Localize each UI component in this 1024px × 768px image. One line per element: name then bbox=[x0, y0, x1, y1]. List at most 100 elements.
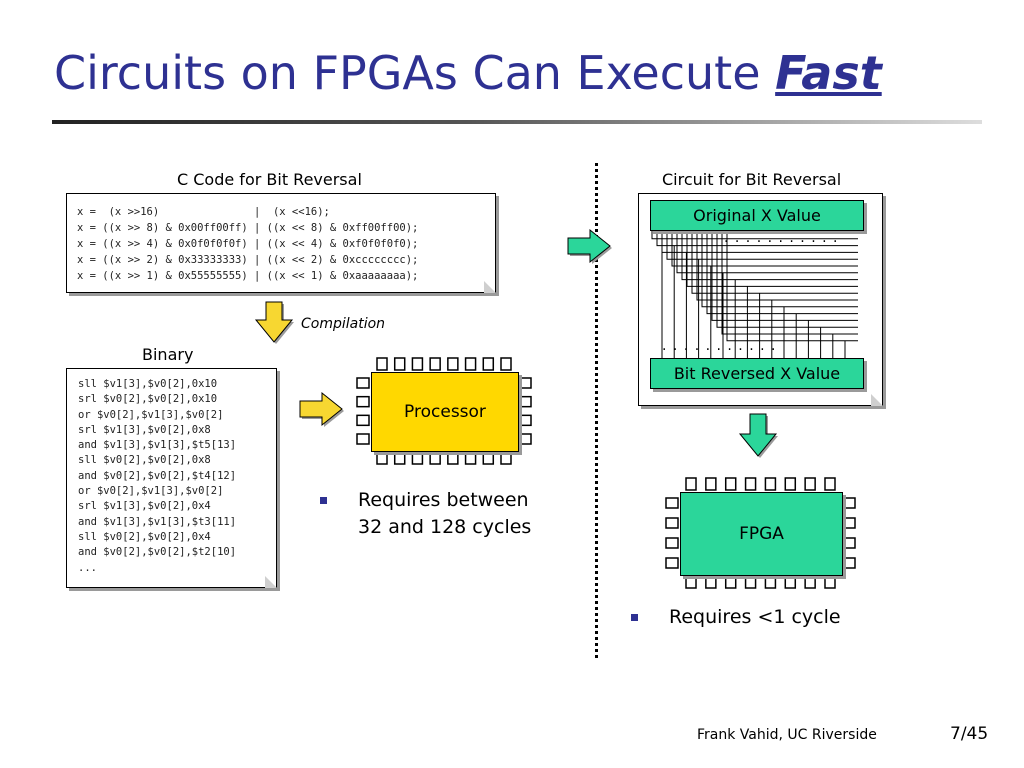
binary-line: or $v0[2],$v1[3],$v0[2] bbox=[78, 485, 224, 498]
chip-pin bbox=[356, 414, 370, 427]
chip-pin bbox=[784, 477, 797, 491]
bit-reversed-x-value: Bit Reversed X Value bbox=[650, 358, 864, 389]
dots-bottom: . . . . . . . . . . . bbox=[662, 338, 777, 354]
divider-line bbox=[595, 163, 598, 658]
chip-pin bbox=[411, 357, 424, 371]
chip-pin bbox=[784, 575, 797, 589]
fpga-bullet-text: Requires <1 cycle bbox=[669, 606, 841, 628]
chip-pin bbox=[824, 477, 836, 491]
chip-pin bbox=[842, 497, 856, 509]
dots-top: . . . . . . . . . . . bbox=[724, 230, 839, 246]
chip-pin bbox=[356, 433, 370, 445]
chip-pin bbox=[665, 497, 679, 509]
chip-pin bbox=[464, 357, 477, 371]
bullet-square-icon bbox=[631, 614, 638, 621]
compilation-arrow-icon bbox=[254, 301, 294, 344]
chip-pin bbox=[804, 477, 816, 491]
wire bbox=[691, 228, 858, 294]
chip-pin bbox=[482, 357, 495, 371]
chip-pin bbox=[842, 517, 856, 529]
wire bbox=[686, 228, 858, 287]
chip-pin bbox=[500, 357, 512, 371]
chip-pin bbox=[842, 557, 856, 569]
processor-bullet: Requires between 32 and 128 cycles bbox=[320, 487, 558, 541]
page-fold bbox=[265, 576, 277, 588]
to-circuit-arrow-icon bbox=[567, 228, 612, 264]
chip-pin bbox=[518, 377, 532, 389]
chip-pin bbox=[356, 395, 370, 408]
title-rule bbox=[52, 120, 982, 124]
chip-pin bbox=[447, 357, 459, 371]
binary-line: ... bbox=[78, 561, 97, 574]
chip-pin bbox=[464, 451, 477, 465]
binary-line: sll $v0[2],$v0[2],0x8 bbox=[78, 454, 211, 467]
chip-pin bbox=[518, 414, 532, 427]
chip-pin bbox=[518, 433, 532, 445]
chip-pin bbox=[500, 451, 512, 465]
chip-pin bbox=[705, 477, 717, 491]
chip-pin bbox=[411, 451, 424, 465]
chip-pin bbox=[744, 477, 757, 491]
original-x-value: Original X Value bbox=[650, 200, 864, 231]
chip-pin bbox=[764, 477, 777, 491]
c-code-line: x = ((x >> 1) & 0x55555555) | ((x << 1) … bbox=[77, 270, 419, 282]
binary-line: or $v0[2],$v1[3],$v0[2] bbox=[78, 408, 224, 421]
binary-line: and $v1[3],$v1[3],$t5[13] bbox=[78, 439, 237, 452]
c-code-line: x = ((x >> 8) & 0x00ff00ff) | ((x << 8) … bbox=[77, 222, 419, 234]
chip-pin bbox=[665, 517, 679, 529]
binary-line: and $v0[2],$v0[2],$t2[10] bbox=[78, 546, 237, 559]
bullet-square-icon bbox=[320, 497, 327, 504]
chip-pin bbox=[685, 575, 697, 589]
wire bbox=[726, 228, 858, 342]
c-code-line: x = ((x >> 4) & 0x0f0f0f0f) | ((x << 4) … bbox=[77, 238, 419, 250]
fpga-chip-pins bbox=[665, 477, 856, 589]
bit-reversal-wiring bbox=[651, 228, 858, 358]
chip-pin bbox=[804, 575, 816, 589]
wire bbox=[656, 228, 858, 247]
chip-pin bbox=[518, 395, 532, 408]
chip-pin bbox=[429, 357, 441, 371]
chip-pin bbox=[393, 451, 406, 465]
chip-pin bbox=[482, 451, 495, 465]
binary-line: and $v1[3],$v1[3],$t3[11] bbox=[78, 515, 237, 528]
chip-pin bbox=[447, 451, 459, 465]
wire bbox=[711, 228, 858, 321]
bit-reversed-x-label: Bit Reversed X Value bbox=[673, 364, 841, 383]
chip-pin bbox=[393, 357, 406, 371]
chip-pin bbox=[429, 451, 441, 465]
page-fold bbox=[871, 394, 883, 406]
wire bbox=[696, 228, 858, 301]
wire bbox=[666, 228, 858, 260]
chip-pin bbox=[685, 477, 697, 491]
processor-chip: Processor bbox=[371, 372, 519, 452]
wire bbox=[721, 228, 858, 335]
wire bbox=[706, 228, 858, 315]
wire bbox=[676, 228, 858, 274]
c-code-box: x = (x >>16) | (x <<16); x = ((x >> 8) &… bbox=[66, 193, 496, 293]
chip-pin bbox=[724, 575, 737, 589]
binary-line: srl $v0[2],$v0[2],0x10 bbox=[78, 393, 218, 406]
chip-pin bbox=[376, 357, 388, 371]
original-x-label: Original X Value bbox=[693, 206, 821, 225]
binary-line: and $v0[2],$v0[2],$t4[12] bbox=[78, 469, 237, 482]
processor-chip-pins bbox=[356, 357, 532, 465]
binary-line: sll $v1[3],$v0[2],0x10 bbox=[78, 378, 218, 390]
binary-line: srl $v1[3],$v0[2],0x8 bbox=[78, 423, 211, 436]
chip-pin bbox=[744, 575, 757, 589]
page-fold bbox=[484, 281, 496, 293]
chip-pin bbox=[376, 451, 388, 465]
wire bbox=[701, 228, 858, 308]
processor-bullet-text: Requires between 32 and 128 cycles bbox=[358, 489, 532, 538]
to-fpga-arrow-icon bbox=[738, 413, 778, 458]
chip-pin bbox=[764, 575, 777, 589]
binary-line: srl $v1[3],$v0[2],0x4 bbox=[78, 500, 211, 513]
wire bbox=[651, 228, 858, 240]
compilation-label: Compilation bbox=[301, 316, 386, 332]
to-processor-arrow-icon bbox=[299, 391, 344, 427]
chip-pin bbox=[356, 377, 370, 389]
fpga-chip: FPGA bbox=[680, 492, 843, 576]
page-number: 7/45 bbox=[950, 724, 989, 744]
processor-label: Processor bbox=[404, 402, 486, 422]
chip-pin bbox=[665, 537, 679, 549]
circuit-title: Circuit for Bit Reversal bbox=[662, 170, 842, 189]
